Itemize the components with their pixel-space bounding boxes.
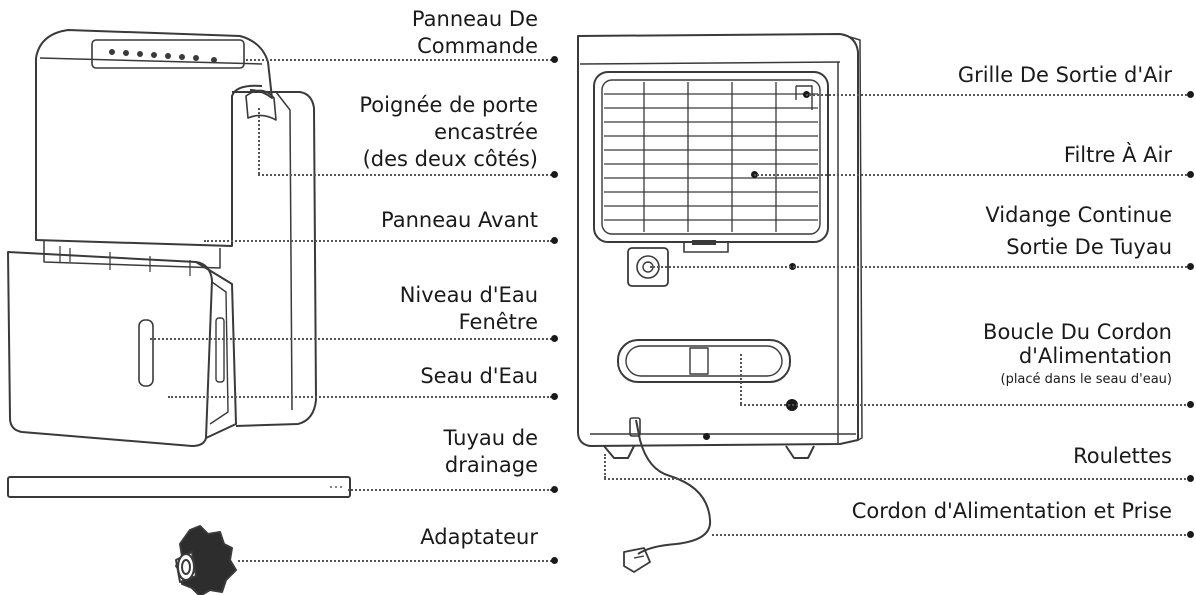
leader-dot — [1187, 531, 1194, 538]
label-line: Niveau d'Eau — [399, 283, 538, 307]
label-line: Grille De Sortie d'Air — [957, 63, 1172, 87]
leader-adapter — [238, 560, 552, 562]
label-air-outlet: Grille De Sortie d'Air — [958, 62, 1172, 89]
leader-dot — [551, 393, 558, 400]
label-line: Panneau Avant — [381, 208, 538, 232]
leader-dot — [1187, 475, 1194, 482]
leader-continuous-drain — [650, 266, 1190, 268]
label-line: Adaptateur — [420, 525, 538, 549]
label-line: drainage — [444, 453, 538, 477]
leader-dot — [551, 171, 558, 178]
label-water-bucket: Seau d'Eau — [420, 363, 538, 390]
leader-casters-vertical — [604, 454, 606, 478]
label-line: Fenêtre — [458, 310, 538, 334]
label-continuous-drain: Vidange Continue Sortie De Tuyau — [985, 202, 1172, 261]
label-line: Panneau De — [411, 7, 538, 31]
leader-water-bucket — [168, 396, 552, 398]
front-unit-illustration — [7, 29, 317, 447]
label-line: Cordon d'Alimentation et Prise — [851, 499, 1172, 523]
label-line: Roulettes — [1073, 444, 1172, 468]
label-cord-loop: Boucle Du Cordon d'Alimentation (placé d… — [983, 320, 1172, 388]
label-note: (placé dans le seau d'eau) — [1000, 372, 1173, 387]
label-door-handle: Poignée de porte encastrée (des deux côt… — [359, 92, 538, 173]
label-air-filter: Filtre À Air — [1064, 142, 1172, 169]
leader-air-filter — [754, 174, 1190, 176]
leader-air-outlet — [806, 94, 1190, 96]
leader-dot — [551, 557, 558, 564]
label-adapter: Adaptateur — [420, 524, 538, 551]
leader-cord-loop-vertical — [740, 354, 742, 404]
leader-dot — [551, 335, 558, 342]
label-front-panel: Panneau Avant — [381, 207, 538, 234]
leader-power-cord — [712, 534, 1190, 536]
leader-control-panel — [246, 59, 552, 61]
label-water-window: Niveau d'Eau Fenêtre — [400, 282, 538, 336]
leader-cord-loop — [740, 404, 1190, 406]
leader-dot — [1187, 263, 1194, 270]
label-line: Vidange Continue — [985, 203, 1172, 227]
label-casters: Roulettes — [1073, 443, 1172, 470]
leader-casters — [604, 478, 1190, 480]
leader-door-handle — [258, 174, 552, 176]
leader-drain-hose — [348, 489, 552, 491]
leader-dot — [1187, 171, 1194, 178]
label-line: Poignée de porte — [359, 93, 538, 117]
leader-dot — [551, 56, 558, 63]
label-line: Sortie De Tuyau — [1006, 235, 1172, 259]
leader-water-window — [150, 338, 552, 340]
back-unit-illustration — [577, 33, 863, 573]
drain-hose-illustration — [7, 476, 351, 498]
label-control-panel: Panneau De Commande — [412, 6, 538, 60]
leader-dot — [703, 433, 710, 440]
adapter-illustration — [175, 525, 237, 595]
label-line: Tuyau de — [443, 426, 538, 450]
leader-dot — [1187, 401, 1194, 408]
label-line: (des deux côtés) — [362, 147, 538, 171]
label-line: Filtre À Air — [1063, 143, 1172, 167]
leader-dot — [1187, 91, 1194, 98]
label-line: Boucle Du Cordon — [983, 320, 1172, 344]
label-line: Commande — [417, 34, 538, 58]
label-line: d'Alimentation — [1018, 344, 1172, 368]
leader-front-panel — [204, 240, 552, 242]
leader-dot — [551, 237, 558, 244]
label-drain-hose: Tuyau de drainage — [444, 425, 538, 479]
label-power-cord: Cordon d'Alimentation et Prise — [852, 498, 1172, 525]
leader-dot — [551, 486, 558, 493]
label-line: Seau d'Eau — [420, 364, 538, 388]
leader-door-handle-vertical — [258, 108, 260, 174]
label-line: encastrée — [434, 120, 538, 144]
